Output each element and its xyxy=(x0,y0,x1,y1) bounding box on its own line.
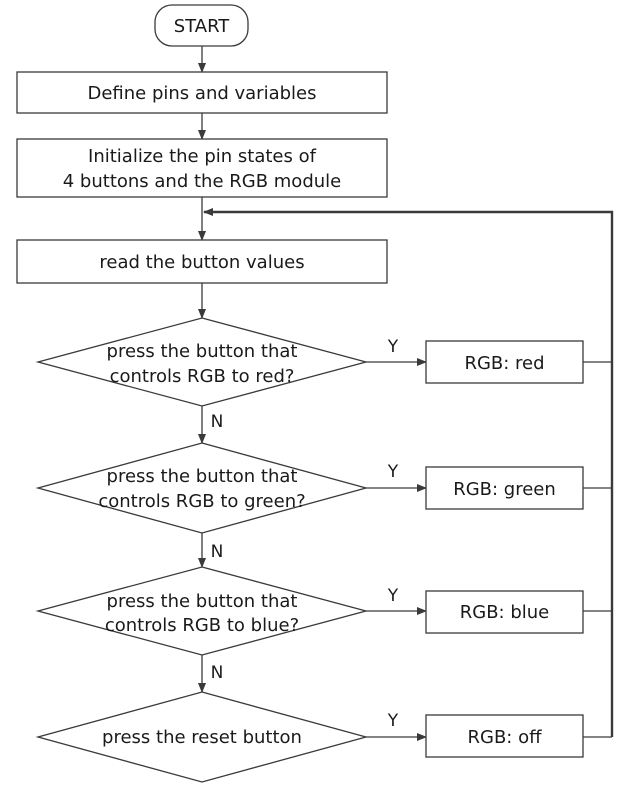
decision-reset-label: press the reset button xyxy=(102,727,302,748)
rgb-green-label: RGB: green xyxy=(453,479,556,500)
decision-green-line1: press the button that xyxy=(107,466,298,487)
rgb-off-node: RGB: off xyxy=(425,714,584,758)
rgb-red-label: RGB: red xyxy=(464,353,544,374)
init-label-line1: Initialize the pin states of xyxy=(88,146,317,167)
define-node: Define pins and variables xyxy=(16,71,388,114)
decision-green: press the button that controls RGB to gr… xyxy=(35,442,369,534)
init-label-line2: 4 buttons and the RGB module xyxy=(63,171,341,192)
no-label-red: N xyxy=(211,412,224,432)
yes-label-reset: Y xyxy=(387,711,399,731)
yes-label-green: Y xyxy=(387,462,399,482)
rgb-blue-node: RGB: blue xyxy=(425,590,584,634)
decision-reset: press the reset button xyxy=(35,691,369,783)
loop-back-line xyxy=(203,208,614,737)
yes-label-blue: Y xyxy=(387,586,399,606)
rgb-blue-label: RGB: blue xyxy=(460,602,550,623)
yes-label-red: Y xyxy=(387,337,399,357)
decision-red-line1: press the button that xyxy=(107,341,298,362)
init-node: Initialize the pin states of 4 buttons a… xyxy=(16,138,388,198)
read-label: read the button values xyxy=(99,252,304,273)
decision-red: press the button that controls RGB to re… xyxy=(35,317,369,407)
no-label-green: N xyxy=(211,542,224,562)
decision-green-line2: controls RGB to green? xyxy=(98,491,305,512)
rgb-green-node: RGB: green xyxy=(425,466,584,510)
start-label: START xyxy=(174,16,231,37)
decision-blue-line1: press the button that xyxy=(107,591,298,612)
decision-blue: press the button that controls RGB to bl… xyxy=(35,566,369,656)
start-node: START xyxy=(154,4,249,47)
rgb-red-node: RGB: red xyxy=(425,340,584,384)
read-node: read the button values xyxy=(16,239,388,284)
decision-blue-line2: controls RGB to blue? xyxy=(105,615,299,636)
rgb-off-label: RGB: off xyxy=(467,727,542,748)
no-label-blue: N xyxy=(211,663,224,683)
decision-red-line2: controls RGB to red? xyxy=(110,366,295,387)
define-label: Define pins and variables xyxy=(88,83,317,104)
